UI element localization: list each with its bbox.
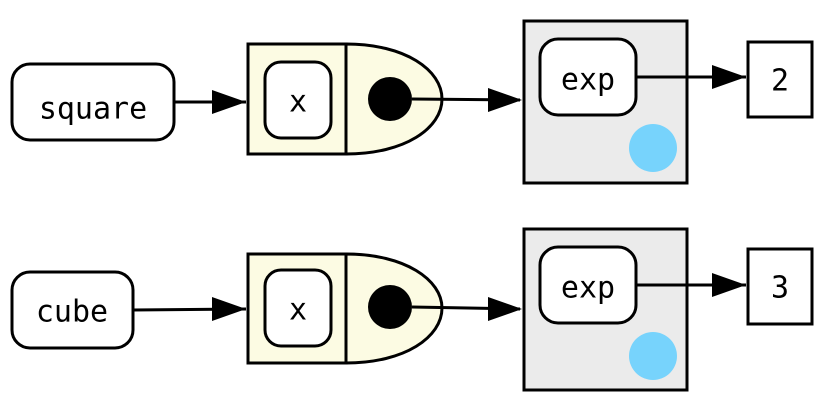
binding-label: exp bbox=[561, 63, 615, 98]
formal-arg-label: x bbox=[289, 293, 307, 328]
arrowhead-name-to-function-cube bbox=[212, 297, 246, 321]
row-square: square x exp 2 bbox=[10, 19, 814, 185]
value-label-cube: 3 bbox=[771, 271, 789, 306]
environment-dot bbox=[629, 332, 677, 380]
arrowhead-function-to-env-cube bbox=[488, 297, 522, 321]
value-box-cube bbox=[746, 247, 814, 326]
formal-arg-label: x bbox=[289, 85, 307, 120]
environment-pointer-dot bbox=[368, 285, 412, 329]
arrowhead-binding-to-value-square bbox=[712, 65, 746, 89]
value-box-square bbox=[746, 40, 814, 119]
row-cube: cube x exp 3 bbox=[10, 227, 814, 392]
environment-square: exp bbox=[522, 19, 689, 185]
name-label-cube: cube bbox=[36, 295, 108, 330]
value-label-square: 2 bbox=[771, 64, 789, 99]
environment-dot bbox=[629, 124, 677, 172]
environment-pointer-dot bbox=[368, 77, 412, 121]
arrowhead-binding-to-value-cube bbox=[712, 273, 746, 297]
name-label-square: square bbox=[39, 92, 147, 127]
formal-arg-box bbox=[263, 60, 333, 140]
environment-cube: exp bbox=[522, 227, 689, 392]
formal-arg-box bbox=[263, 268, 333, 348]
arrowhead-name-to-function-square bbox=[212, 90, 246, 114]
arrowhead-function-to-env-square bbox=[488, 88, 522, 112]
function-object-square: x bbox=[246, 42, 444, 156]
binding-label: exp bbox=[561, 271, 615, 306]
function-object-cube: x bbox=[246, 252, 444, 365]
